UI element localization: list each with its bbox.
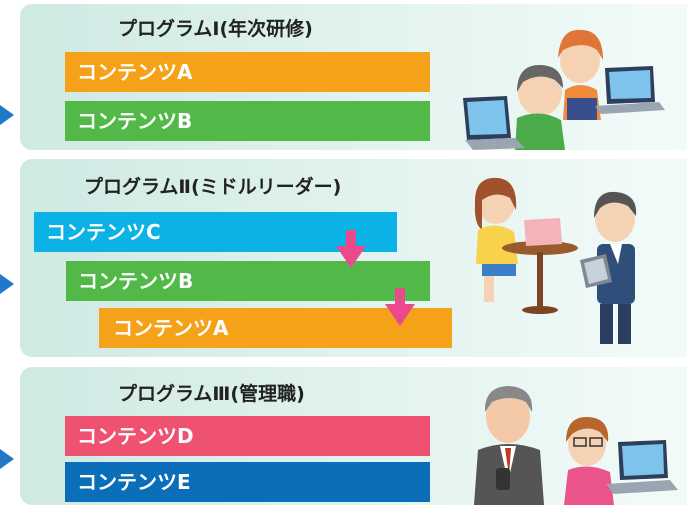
program-2-content-b: コンテンツB — [66, 261, 430, 301]
program-3-title: プログラムⅢ(管理職) — [118, 383, 305, 405]
program-2-content-a: コンテンツA — [99, 308, 452, 348]
manager-and-woman-at-laptop-illustration — [474, 386, 678, 505]
down-arrow-icon — [336, 230, 366, 268]
program-1-content-a: コンテンツA — [65, 52, 430, 92]
program-1-title: プログラムⅠ(年次研修) — [118, 18, 313, 40]
program-3-content-e: コンテンツE — [65, 462, 430, 502]
down-arrow-icon — [385, 288, 415, 326]
program-3-content-d: コンテンツD — [65, 416, 430, 456]
people-at-laptops-illustration — [463, 29, 665, 150]
program-2-title: プログラムⅡ(ミドルリーダー) — [84, 176, 342, 198]
side-arrow-icon — [0, 449, 14, 469]
program-2-content-c: コンテンツC — [34, 212, 397, 252]
woman-at-table-and-man-with-tablet-illustration — [474, 177, 637, 344]
side-arrow-icon — [0, 105, 14, 125]
side-arrow-icon — [0, 274, 14, 294]
program-1-content-b: コンテンツB — [65, 101, 430, 141]
